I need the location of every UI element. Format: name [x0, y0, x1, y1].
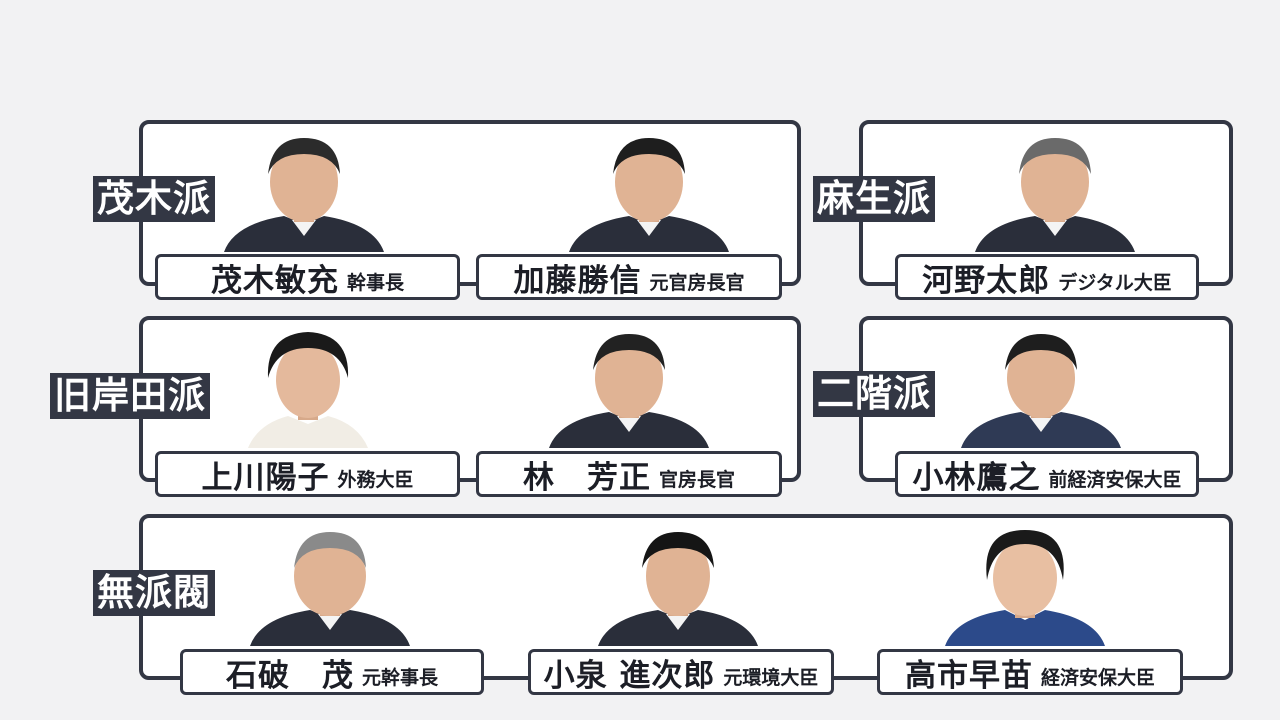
member-name: 石破 茂 — [225, 657, 354, 694]
member-label-kamikawa: 上川陽子 外務大臣 — [155, 451, 460, 497]
member-name: 小泉 進次郎 — [543, 657, 716, 694]
member-title: 元官房長官 — [649, 271, 745, 294]
member-title: 元幹事長 — [361, 666, 438, 689]
faction-tag-independent: 無派閥 — [93, 570, 215, 616]
member-label-kobayashi: 小林鷹之 前経済安保大臣 — [895, 451, 1199, 497]
person-portrait-icon — [204, 124, 404, 252]
member-label-ishiba: 石破 茂 元幹事長 — [180, 649, 484, 695]
person-portrait-icon — [208, 320, 408, 448]
member-name: 茂木敏充 — [210, 262, 339, 299]
faction-tag-nikai: 二階派 — [813, 371, 935, 417]
member-label-kono: 河野太郎 デジタル大臣 — [895, 254, 1199, 300]
person-portrait-icon — [925, 518, 1125, 646]
person-portrait-icon — [578, 518, 778, 646]
person-portrait-icon — [955, 124, 1155, 252]
member-label-takaichi: 高市早苗 経済安保大臣 — [877, 649, 1183, 695]
faction-tag-aso: 麻生派 — [813, 176, 935, 222]
person-portrait-icon — [230, 518, 430, 646]
faction-tag-kishida: 旧岸田派 — [50, 373, 210, 419]
member-title: 官房長官 — [658, 468, 735, 491]
person-portrait-icon — [941, 320, 1141, 448]
member-label-motegi: 茂木敏充 幹事長 — [155, 254, 460, 300]
member-title: 外務大臣 — [337, 468, 414, 491]
member-label-koizumi: 小泉 進次郎 元環境大臣 — [528, 649, 834, 695]
member-title: 経済安保大臣 — [1040, 666, 1155, 689]
member-title: 元環境大臣 — [723, 666, 819, 689]
member-title: 前経済安保大臣 — [1048, 468, 1182, 491]
member-name: 河野太郎 — [922, 262, 1051, 299]
member-name: 林 芳正 — [522, 459, 651, 496]
member-name: 加藤勝信 — [513, 262, 642, 299]
person-portrait-icon — [549, 124, 749, 252]
member-title: デジタル大臣 — [1058, 271, 1172, 294]
member-label-hayashi: 林 芳正 官房長官 — [476, 451, 782, 497]
member-label-kato: 加藤勝信 元官房長官 — [476, 254, 782, 300]
faction-tag-motegi: 茂木派 — [93, 176, 215, 222]
member-name: 高市早苗 — [904, 657, 1033, 694]
member-name: 小林鷹之 — [912, 459, 1041, 496]
member-title: 幹事長 — [346, 271, 404, 294]
person-portrait-icon — [529, 320, 729, 448]
member-name: 上川陽子 — [201, 459, 330, 496]
